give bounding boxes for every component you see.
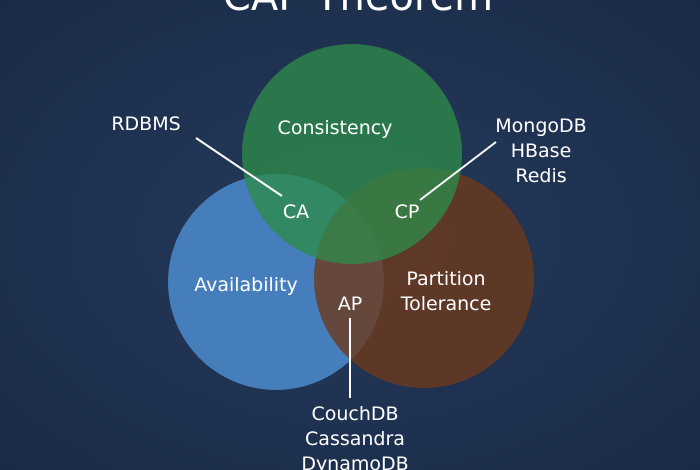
ca-system-rdbms: RDBMS <box>111 113 180 135</box>
diagram-title: CAP Theorem <box>223 0 493 20</box>
consistency-circle <box>242 44 462 264</box>
ca-label: CA <box>283 201 309 223</box>
rdbms-pointer-line <box>195 137 283 197</box>
ap-system-couchdb: CouchDB <box>311 403 398 425</box>
ap-label: AP <box>338 293 362 315</box>
ap-system-cassandra: Cassandra <box>305 428 405 450</box>
partition-label-line2: Tolerance <box>400 293 492 315</box>
cp-system-hbase: HBase <box>511 140 572 162</box>
cp-system-redis: Redis <box>515 165 566 187</box>
cp-system-mongodb: MongoDB <box>495 115 586 137</box>
cp-label: CP <box>395 201 420 223</box>
availability-label: Availability <box>194 274 298 296</box>
ap-system-dynamodb: DynamoDB <box>301 453 408 470</box>
cp-systems-pointer-line <box>419 141 497 201</box>
consistency-label: Consistency <box>278 117 393 139</box>
partition-label-line1: Partition <box>406 268 485 290</box>
